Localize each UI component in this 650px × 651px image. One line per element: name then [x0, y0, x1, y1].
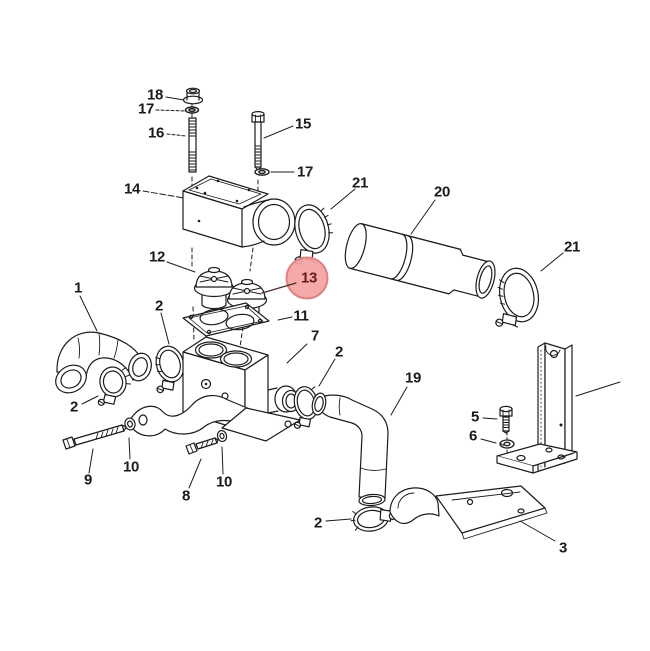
- callout-15[interactable]: 15: [294, 115, 312, 133]
- housing-outlet-flange: [221, 385, 301, 442]
- hose-clamp: [97, 366, 132, 406]
- callout-11[interactable]: 11: [293, 307, 309, 325]
- washer: [499, 439, 515, 449]
- callout-18[interactable]: 18: [146, 86, 164, 104]
- hose-clamp: [155, 345, 185, 394]
- callout-12[interactable]: 12: [148, 248, 166, 266]
- stud: [188, 117, 197, 173]
- thermostat: [193, 266, 235, 310]
- callout-6[interactable]: 6: [468, 427, 478, 445]
- elbow-hose: [55, 331, 152, 394]
- elbow-hose: [311, 392, 389, 507]
- hose-clamp: [350, 506, 397, 532]
- manifold-elbow: [182, 175, 296, 248]
- callout-21b[interactable]: 21: [563, 238, 581, 256]
- callout-2b[interactable]: 2: [69, 398, 79, 416]
- callout-16[interactable]: 16: [147, 124, 165, 142]
- callout-2d[interactable]: 2: [313, 514, 323, 532]
- callout-14[interactable]: 14: [123, 180, 141, 198]
- leader-line-part-13: [261, 282, 297, 294]
- callout-20[interactable]: 20: [433, 183, 451, 201]
- bolt: [251, 110, 265, 171]
- washer: [254, 168, 270, 176]
- highlight-circle-part-13[interactable]: [285, 256, 329, 300]
- washer: [184, 106, 200, 114]
- callout-3[interactable]: 3: [558, 539, 568, 557]
- cap-nut: [182, 87, 204, 105]
- leader-lines: [79, 96, 621, 542]
- bolt: [185, 437, 219, 455]
- callout-9[interactable]: 9: [83, 471, 93, 489]
- callout-13-highlighted[interactable]: 13: [300, 269, 318, 287]
- washer: [124, 417, 136, 431]
- callout-10b[interactable]: 10: [215, 473, 233, 491]
- callout-10a[interactable]: 10: [122, 458, 140, 476]
- callout-1[interactable]: 1: [73, 279, 83, 297]
- tube: [344, 223, 496, 301]
- washer: [216, 429, 228, 443]
- callout-21a[interactable]: 21: [351, 174, 369, 192]
- bolt: [62, 424, 127, 450]
- mount-bracket: [496, 342, 578, 474]
- callout-17a[interactable]: 17: [137, 100, 155, 118]
- callout-8[interactable]: 8: [181, 487, 191, 505]
- callout-19[interactable]: 19: [404, 369, 422, 387]
- callout-17b[interactable]: 17: [296, 163, 314, 181]
- callout-2a[interactable]: 2: [154, 297, 164, 315]
- callout-2c[interactable]: 2: [334, 343, 344, 361]
- shield-bracket: [389, 485, 548, 540]
- hose-clamp: [495, 267, 540, 328]
- callout-7[interactable]: 7: [310, 327, 320, 345]
- bolt: [499, 405, 513, 434]
- callout-5[interactable]: 5: [470, 408, 480, 426]
- gasket: [182, 302, 270, 337]
